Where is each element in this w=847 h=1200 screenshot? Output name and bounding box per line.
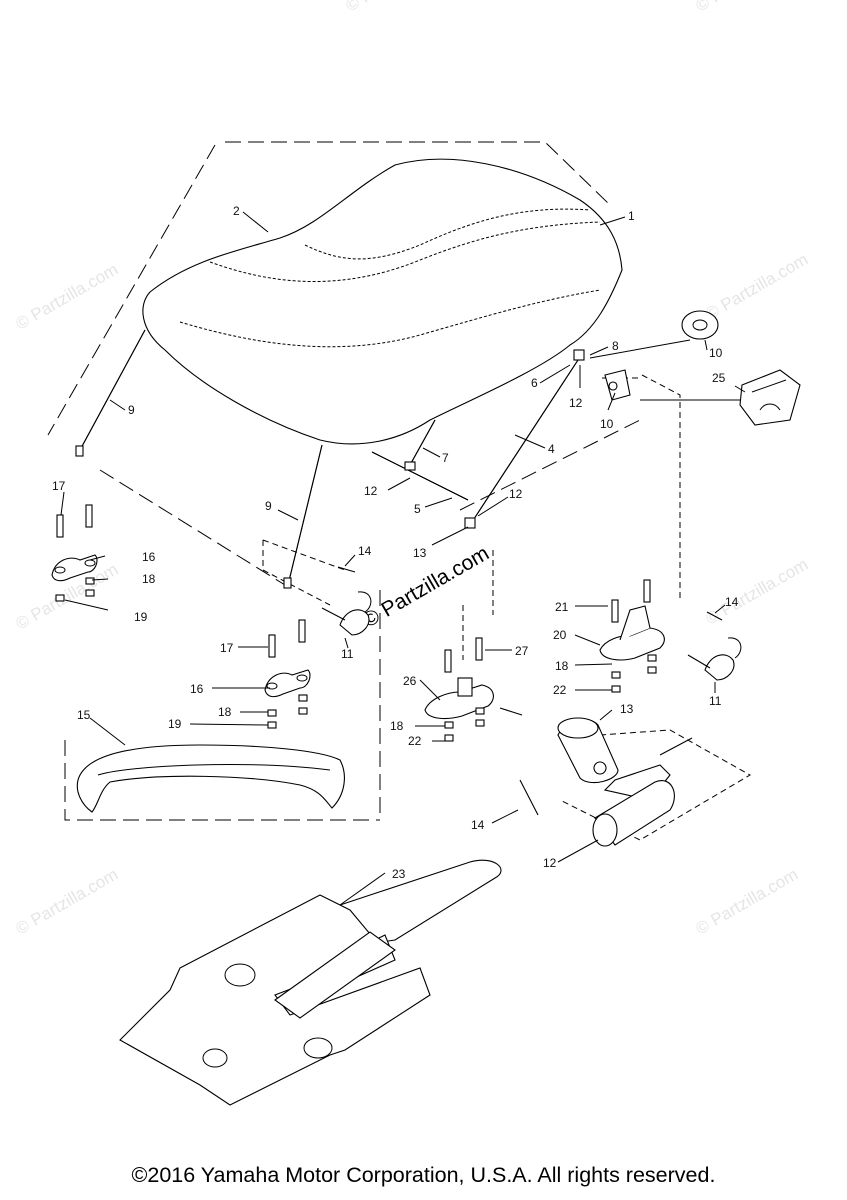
callout-19-center: 19 <box>168 717 182 731</box>
callout-9-center: 9 <box>265 499 272 513</box>
callout-8: 8 <box>612 339 619 353</box>
mount-bracket-26 <box>424 637 523 742</box>
callout-13-a: 13 <box>413 546 427 560</box>
callout-numbers: 1 2 4 5 6 7 8 9 9 10 10 11 11 12 12 12 1… <box>52 204 739 881</box>
callout-6: 6 <box>531 376 538 390</box>
hinge-bracket-center <box>264 619 311 729</box>
frame-tubes <box>75 329 740 589</box>
callout-12-a: 12 <box>569 396 583 410</box>
callout-20: 20 <box>553 628 567 642</box>
bow-15 <box>76 744 345 813</box>
knob-part <box>604 310 719 401</box>
callout-15: 15 <box>77 708 91 722</box>
callout-18-center: 18 <box>218 705 232 719</box>
callout-9-left: 9 <box>128 403 135 417</box>
leader-lines <box>60 211 746 906</box>
callout-1: 1 <box>628 209 635 223</box>
callout-10-lower: 10 <box>600 417 614 431</box>
watermark: © Partzilla.com <box>13 865 122 939</box>
callout-14-b: 14 <box>725 595 739 609</box>
end-cap-13 <box>557 717 693 784</box>
callout-18-left: 18 <box>142 572 156 586</box>
watermark: © Partzilla.com <box>343 0 452 15</box>
callout-22-mount: 22 <box>408 734 422 748</box>
callout-5: 5 <box>414 502 421 516</box>
callout-12-b: 12 <box>364 484 378 498</box>
callout-14-c: 14 <box>471 818 485 832</box>
watermark: © Partzilla.com <box>13 260 122 334</box>
callout-12-d: 12 <box>543 856 557 870</box>
callout-14-a: 14 <box>358 544 372 558</box>
watermark: © Partzilla.com <box>703 555 812 629</box>
callout-22-right: 22 <box>553 683 567 697</box>
hinge-bracket-left <box>51 504 98 602</box>
callout-12-c: 12 <box>509 487 523 501</box>
callout-17-center: 17 <box>220 641 234 655</box>
callout-13-b: 13 <box>620 702 634 716</box>
callout-2: 2 <box>233 204 240 218</box>
callout-4: 4 <box>548 442 555 456</box>
callout-19-left: 19 <box>134 610 148 624</box>
callout-7: 7 <box>442 451 449 465</box>
tube-clamp-12 <box>592 764 675 847</box>
callout-18-right: 18 <box>555 659 569 673</box>
callout-26: 26 <box>403 674 417 688</box>
callout-25: 25 <box>712 371 726 385</box>
holder-part <box>739 369 801 426</box>
rivet-parts <box>337 566 723 816</box>
callout-16-left: 16 <box>142 550 156 564</box>
callout-16-center: 16 <box>190 682 204 696</box>
watermark: © Partzilla.com <box>703 250 812 324</box>
callout-11-left: 11 <box>341 647 354 661</box>
watermark: © Partzilla.com <box>693 0 802 15</box>
copyright-footer: ©2016 Yamaha Motor Corporation, U.S.A. A… <box>131 1163 716 1187</box>
callout-17-left: 17 <box>52 479 66 493</box>
callout-27: 27 <box>515 644 529 658</box>
callout-11-right: 11 <box>709 694 722 708</box>
mount-bracket-20 <box>599 579 665 693</box>
callout-21: 21 <box>555 600 569 614</box>
callout-18-mount: 18 <box>390 719 404 733</box>
callout-23: 23 <box>392 867 406 881</box>
watermark: © Partzilla.com <box>693 865 802 939</box>
callout-10-knob: 10 <box>709 346 723 360</box>
canopy-top <box>142 158 623 445</box>
storage-cover-23 <box>119 859 502 1106</box>
pin-parts <box>321 591 742 681</box>
